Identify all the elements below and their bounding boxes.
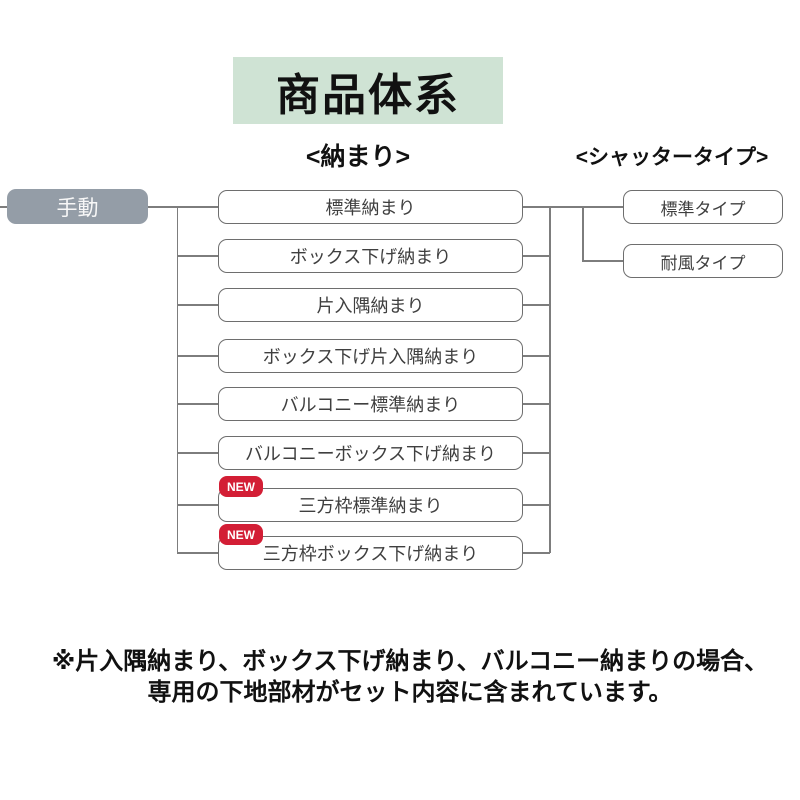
column-header-nakamari: <納まり> [305,143,411,171]
nakamari-node: バルコニー標準納まり [218,387,523,421]
connector-branch-left [177,504,218,506]
shutter-type-node: 標準タイプ [623,190,783,224]
nakamari-node: ボックス下げ納まり [218,239,523,273]
nakamari-node: バルコニーボックス下げ納まり [218,436,523,470]
connector-branch-right [523,552,550,554]
root-node-manual: 手動 [7,189,148,224]
nakamari-node: 標準納まり [218,190,523,224]
nakamari-node: 三方枠標準納まり [218,488,523,522]
new-badge: NEW [219,476,263,497]
connector-branch-left [177,403,218,405]
connector-branch-right [523,355,550,357]
connector-right-trunk [549,206,551,553]
footnote-line2: 専用の下地部材がセット内容に含まれています。 [147,679,673,706]
shutter-type-node: 耐風タイプ [623,244,783,278]
connector-item1-to-type [523,206,623,208]
connector-branch-right [523,452,550,454]
connector-branch-left [177,452,218,454]
connector-left-stub [0,206,8,208]
nakamari-node: 三方枠ボックス下げ納まり [218,536,523,570]
footnote: ※片入隅納まり、ボックス下げ納まり、バルコニー納まりの場合、 専用の下地部材がセ… [20,646,800,708]
connector-branch-right [523,403,550,405]
connector-branch-right [523,255,550,257]
connector-branch-left [177,355,218,357]
connector-branch-left [177,304,218,306]
connector-branch-left [177,255,218,257]
nakamari-node: 片入隅納まり [218,288,523,322]
column-header-shutter-type: <シャッタータイプ> [575,146,769,169]
page-title: 商品体系 [233,57,503,124]
footnote-line1: ※片入隅納まり、ボックス下げ納まり、バルコニー納まりの場合、 [51,648,769,675]
connector-root-to-item1 [148,206,218,208]
connector-branch-right [523,504,550,506]
connector-left-trunk [176,206,178,553]
connector-branch-left [177,552,218,554]
nakamari-node: ボックス下げ片入隅納まり [218,339,523,373]
connector-branch-taifuu [582,260,623,262]
connector-branch-right [523,304,550,306]
connector-type-trunk [582,206,584,261]
new-badge: NEW [219,524,263,545]
